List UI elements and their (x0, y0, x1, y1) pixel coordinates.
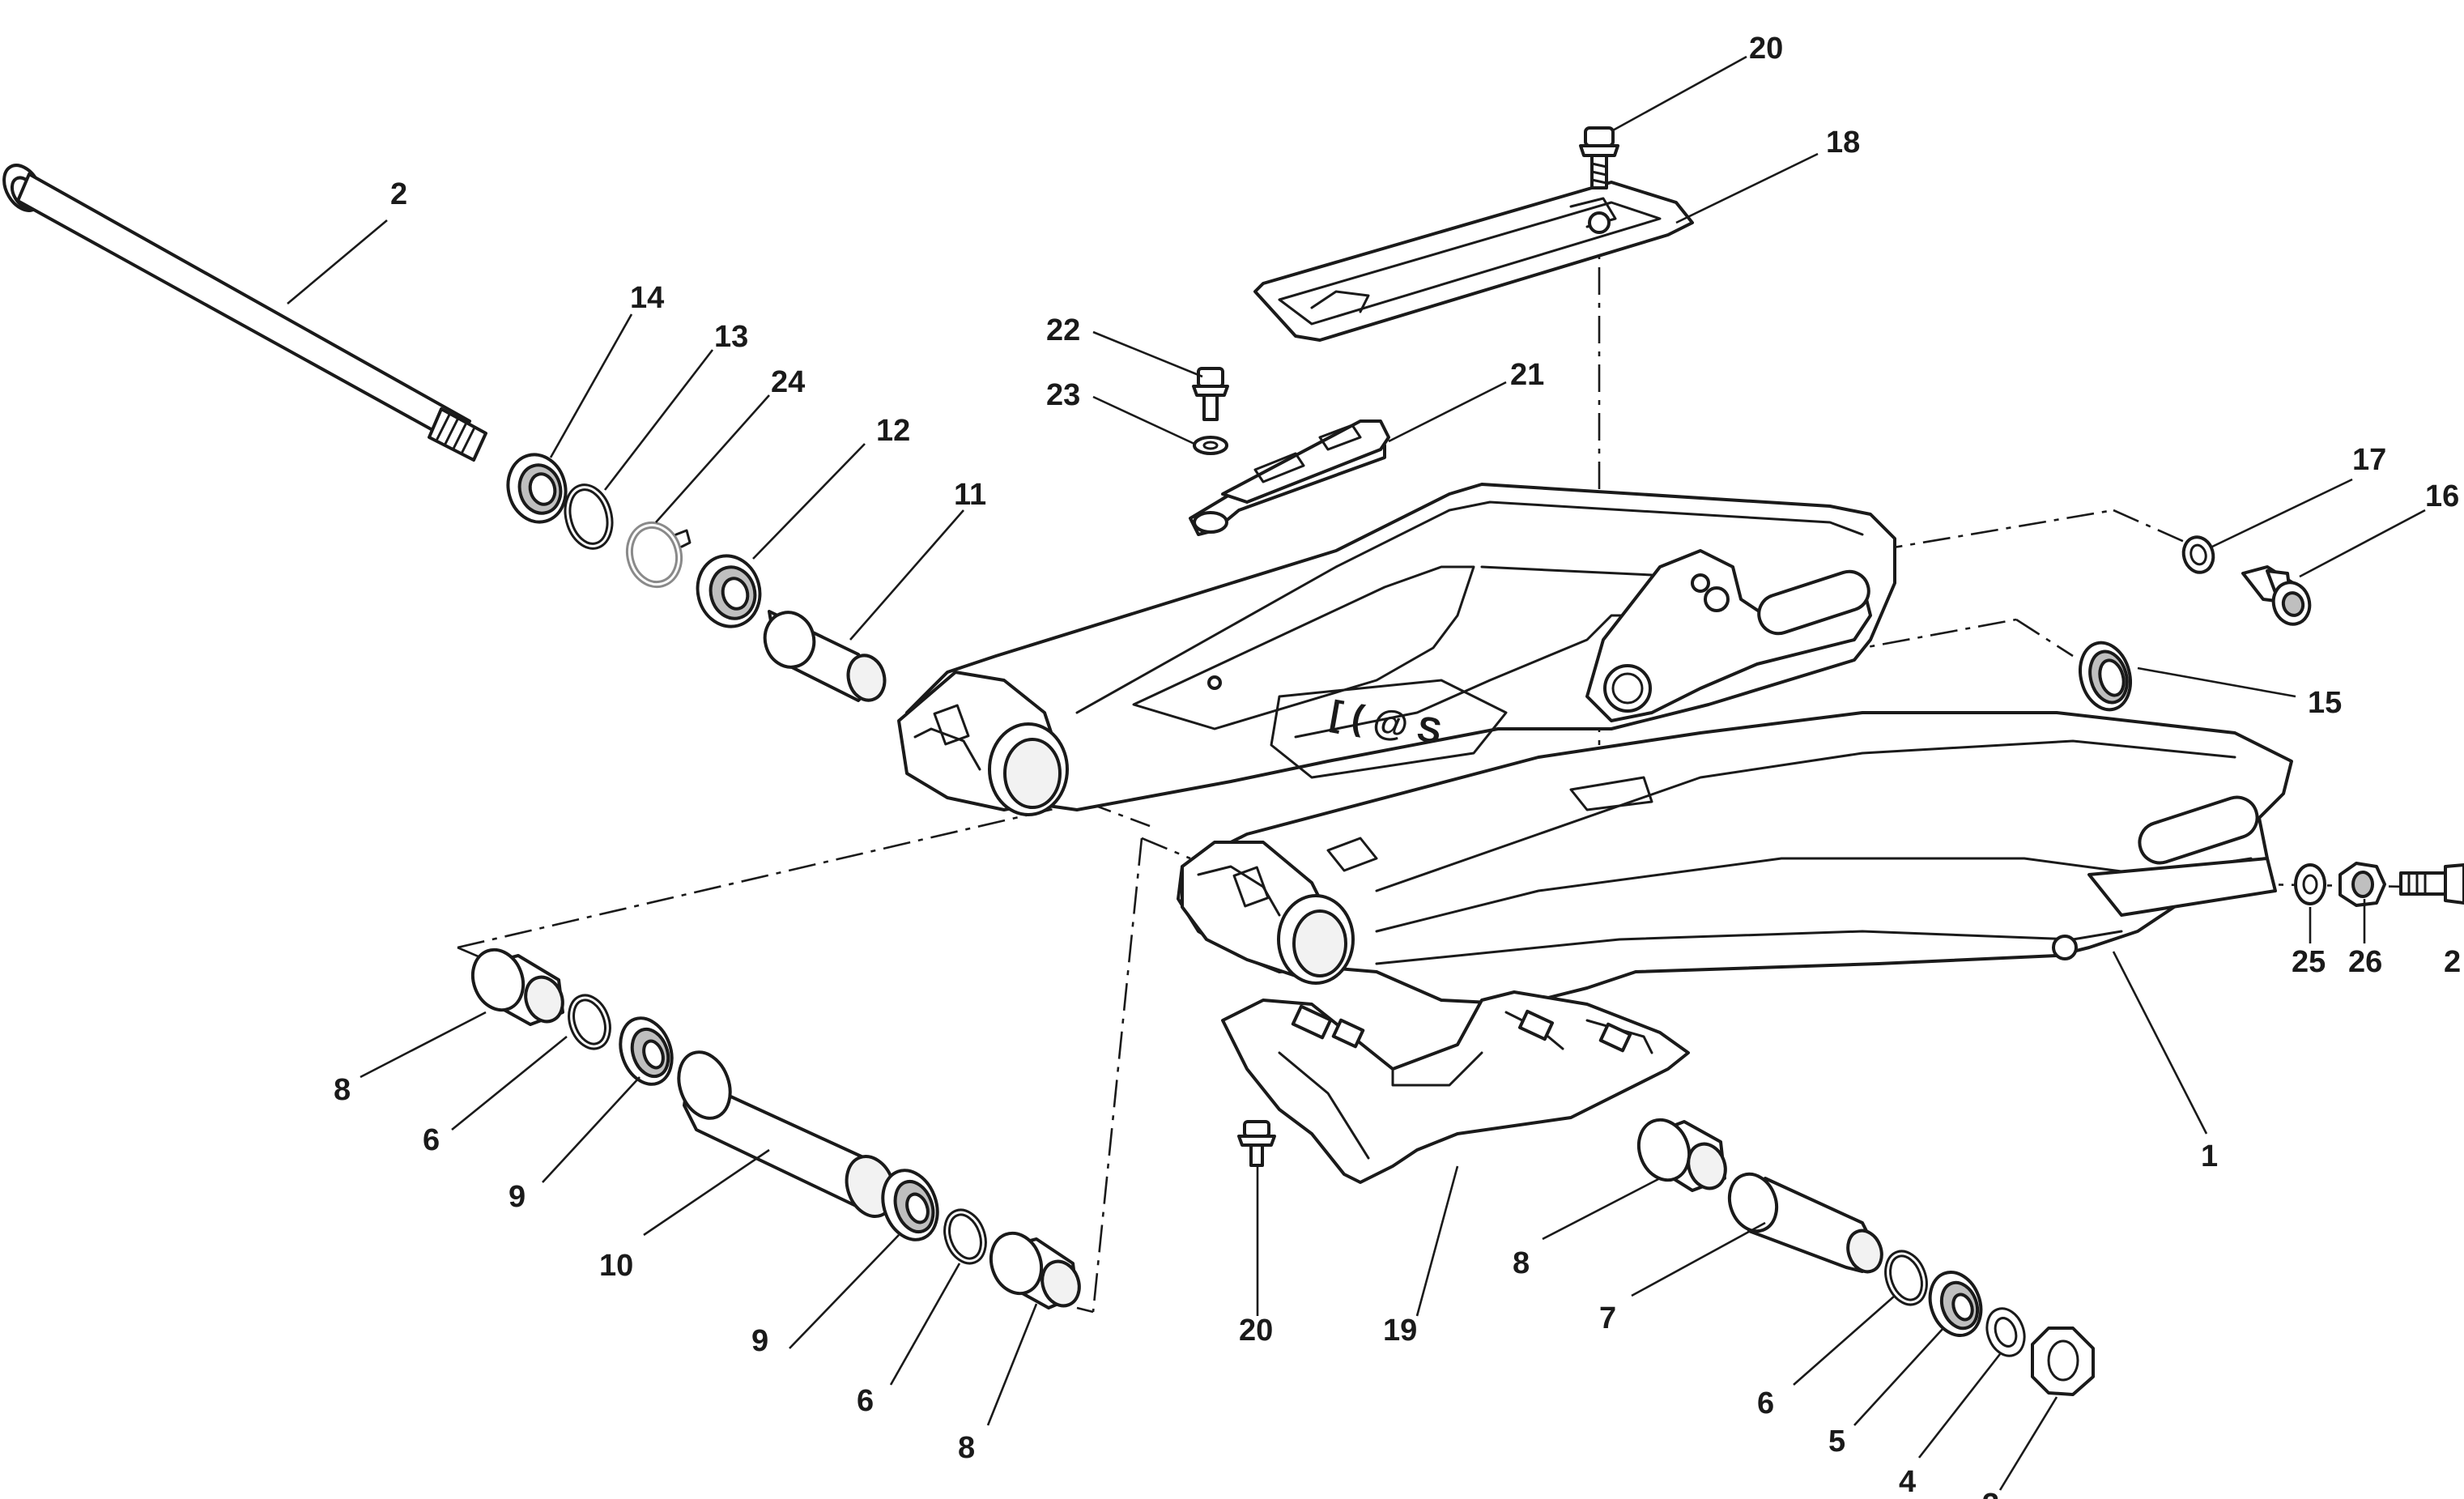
callout-21: 21 (1510, 358, 1544, 392)
callout-6-left-bottom: 6 (857, 1384, 874, 1418)
callout-17: 17 (2352, 443, 2386, 477)
callout-6-left-top: 6 (423, 1123, 440, 1157)
callout-10: 10 (599, 1249, 633, 1283)
callout-8-left-bottom: 8 (958, 1431, 975, 1465)
callout-9-left-top: 9 (509, 1180, 526, 1214)
right-side-hardware (2079, 535, 2312, 712)
callout-7: 7 (1599, 1301, 1616, 1335)
callout-11: 11 (954, 478, 986, 512)
lower-right-bearing-stack (1636, 1118, 2095, 1396)
callout-25: 25 (2292, 945, 2326, 979)
callout-27-partial: 2 (2444, 945, 2461, 979)
swingarm: [ ( @ S (897, 483, 2293, 1006)
callout-1: 1 (2201, 1139, 2218, 1173)
callout-labels: 20 18 2 14 13 24 12 22 23 21 11 17 16 15… (334, 32, 2461, 1499)
callout-18: 18 (1826, 126, 1860, 160)
callout-8-right: 8 (1513, 1246, 1530, 1280)
callout-19: 19 (1383, 1314, 1417, 1348)
bolt-top (1579, 126, 1619, 190)
callout-8-left-top: 8 (334, 1073, 351, 1107)
callout-20-bottom: 20 (1239, 1314, 1273, 1348)
callout-4: 4 (1899, 1465, 1916, 1499)
leader-lines (287, 55, 2426, 1491)
chain-adjuster-hardware (2294, 862, 2464, 907)
callout-2: 2 (390, 177, 407, 211)
chain-slider-21 (1189, 419, 1390, 536)
lower-chain-guard (1221, 990, 1690, 1184)
callout-6-right: 6 (1757, 1386, 1774, 1420)
lower-left-bearing-stack (470, 948, 1081, 1309)
callout-9-left-bottom: 9 (751, 1324, 768, 1358)
upper-bearing-stack (506, 453, 887, 702)
bolt-bottom (1237, 1120, 1276, 1167)
callout-20-top: 20 (1749, 32, 1783, 66)
callout-23: 23 (1046, 378, 1080, 412)
callout-12: 12 (876, 414, 910, 448)
callout-14: 14 (630, 281, 664, 315)
chain-slider-top (1253, 181, 1694, 342)
callout-22: 22 (1046, 313, 1080, 347)
callout-26: 26 (2348, 945, 2382, 979)
callout-13: 13 (714, 320, 748, 354)
callout-5: 5 (1828, 1424, 1845, 1459)
callout-16: 16 (2425, 479, 2459, 513)
callout-3-partial: 3 (1982, 1488, 1999, 1499)
callout-24: 24 (771, 365, 805, 399)
callout-15: 15 (2308, 686, 2342, 720)
bolt-22 (1192, 367, 1229, 455)
swingarm-pivot-axle (2, 164, 487, 462)
